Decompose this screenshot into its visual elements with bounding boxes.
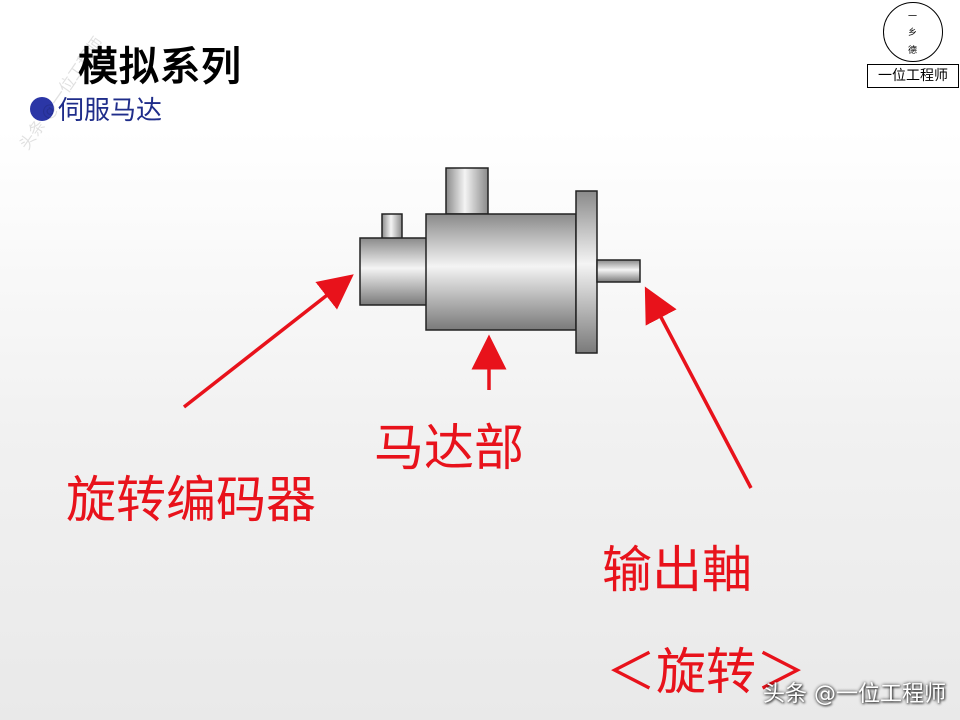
- logo-glyph-bot: 德: [908, 46, 918, 56]
- motor-flange: [575, 190, 598, 354]
- section-subtitle: 伺服马达: [30, 90, 162, 127]
- label-rotary-encoder: 旋转编码器: [66, 471, 316, 529]
- watermark-bottom-right: 头条 @一位工程师: [763, 682, 946, 707]
- logo-glyph-top: 一: [908, 12, 918, 22]
- logo: 一 乡 德 一位工程师: [866, 0, 960, 88]
- encoder-body: [359, 237, 429, 306]
- output-shaft: [596, 259, 641, 283]
- logo-emblem-icon: 一 乡 德: [883, 2, 943, 62]
- motor-body: [425, 213, 577, 331]
- bullet-icon: [30, 96, 54, 121]
- label-output-shaft: 输出軸: [602, 541, 752, 599]
- page-title: 模拟系列: [78, 44, 242, 90]
- arrow-encoder: [182, 274, 354, 409]
- arrow-shaft: [644, 286, 753, 489]
- logo-glyph-mid: 乡: [908, 28, 918, 38]
- motor-connector: [445, 167, 489, 215]
- logo-caption: 一位工程师: [867, 64, 959, 88]
- subtitle-text: 伺服马达: [58, 96, 163, 126]
- label-rotation: ＜旋转＞: [606, 643, 806, 701]
- encoder-tab: [381, 213, 403, 240]
- label-motor: 马达部: [374, 419, 524, 477]
